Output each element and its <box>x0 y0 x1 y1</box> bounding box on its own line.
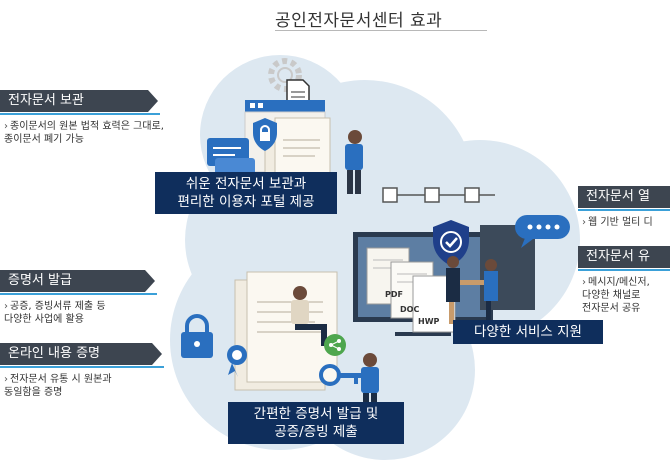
callout-services: 다양한 서비스 지원 <box>453 320 603 344</box>
tag-view: 전자문서 열 <box>578 186 670 208</box>
tag-certificate: 증명서 발급 <box>0 270 155 292</box>
callout-certificate: 간편한 증명서 발급 및 공증/증빙 제출 <box>228 402 404 444</box>
connector-chain <box>382 187 495 203</box>
desc-content-proof: ›전자문서 유통 시 원본과 동일함을 증명 <box>4 374 112 398</box>
shield-icon <box>253 118 277 151</box>
seated-person <box>291 286 327 346</box>
handshake-people <box>446 256 498 324</box>
desc-distribution: ›메시지/메신저, 다양한 채널로 전자문서 공유 <box>582 277 650 314</box>
desc-view: ›웹 기반 멀티 디 <box>582 217 653 228</box>
tag-storage: 전자문서 보관 <box>0 90 158 112</box>
title-underline <box>275 30 487 31</box>
person-figure <box>345 130 363 194</box>
tag-rule <box>0 366 164 368</box>
tag-rule <box>0 293 157 295</box>
password-chat-bubble <box>515 215 570 248</box>
award-badge-icon <box>227 345 247 377</box>
file-label-doc: DOC <box>400 305 420 314</box>
padlock-icon <box>181 314 213 358</box>
file-label-hwp: HWP <box>418 317 440 326</box>
shield-check-icon <box>433 220 469 266</box>
callout-storage: 쉬운 전자문서 보관과 편리한 이용자 포털 제공 <box>155 172 337 214</box>
desc-certificate: ›공증, 증빙서류 제출 등 다양한 사업에 활용 <box>4 301 106 325</box>
desc-storage: ›종이문서의 원본 법적 효력은 그대로, 종이문서 폐기 가능 <box>4 121 164 145</box>
tag-rule <box>0 113 160 115</box>
tag-distribution: 전자문서 유 <box>578 246 670 268</box>
file-label-pdf: PDF <box>385 290 403 299</box>
share-icon <box>324 334 346 356</box>
tag-rule <box>578 269 670 271</box>
tag-content-proof: 온라인 내용 증명 <box>0 343 162 365</box>
settings-gear-icon <box>268 58 302 92</box>
tag-rule <box>578 209 670 211</box>
key-icon <box>319 364 362 386</box>
illustration-cloud <box>170 55 580 460</box>
page-title: 공인전자문서센터 효과 <box>275 11 443 31</box>
